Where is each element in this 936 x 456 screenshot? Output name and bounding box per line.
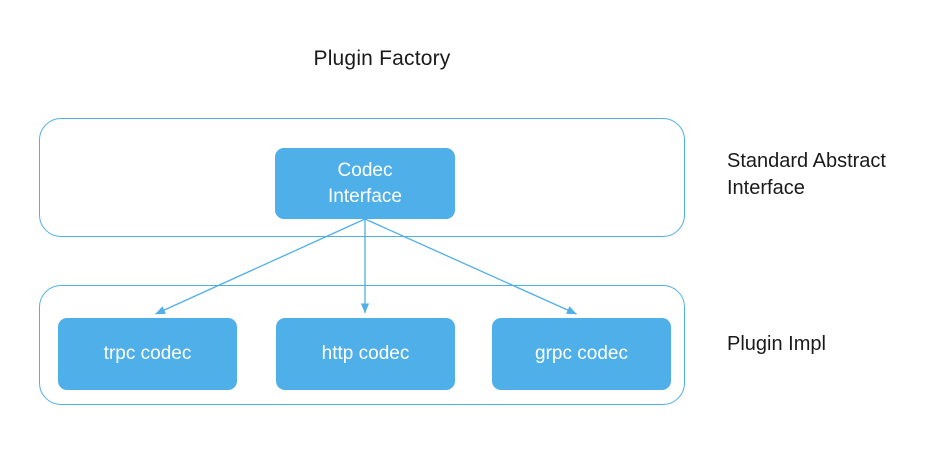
page-title: Plugin Factory bbox=[313, 47, 451, 70]
label-standard-abstract-interface: Standard Abstract Interface bbox=[727, 150, 886, 199]
node-trpc-codec-label: trpc codec bbox=[103, 343, 192, 365]
node-http-codec[interactable]: http codec bbox=[276, 318, 455, 390]
node-grpc-codec-label: grpc codec bbox=[535, 343, 628, 365]
node-grpc-codec[interactable]: grpc codec bbox=[492, 318, 671, 390]
node-trpc-codec[interactable]: trpc codec bbox=[58, 318, 237, 390]
node-codec-interface[interactable]: Codec Interface bbox=[275, 148, 455, 219]
node-codec-interface-label: Codec Interface bbox=[328, 159, 402, 207]
label-plugin-impl: Plugin Impl bbox=[727, 333, 826, 355]
node-http-codec-label: http codec bbox=[321, 343, 410, 365]
